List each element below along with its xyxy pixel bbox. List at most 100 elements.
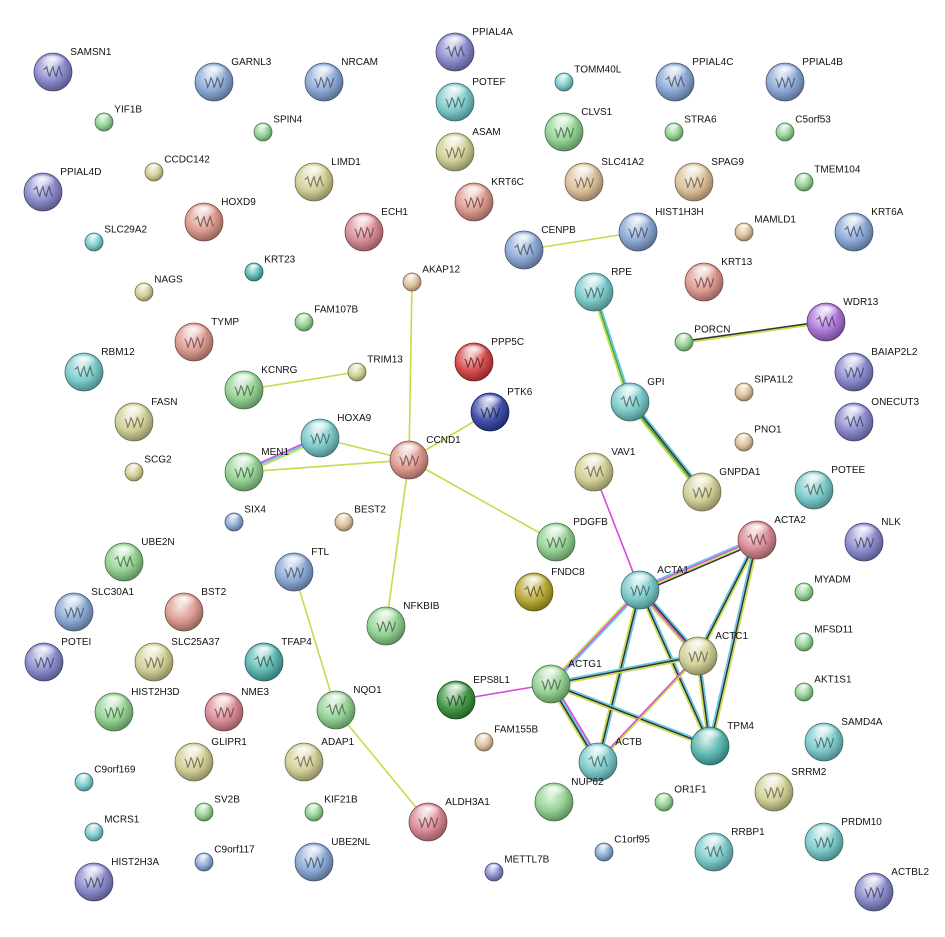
node-potee[interactable]: POTEE	[794, 465, 866, 510]
node-trim13[interactable]: TRIM13	[347, 354, 403, 382]
node-tmem104[interactable]: TMEM104	[794, 164, 861, 192]
node-hist2h3a[interactable]: HIST2H3A	[74, 857, 159, 902]
node-nlk[interactable]: NLK	[844, 517, 901, 562]
node-ppial4d[interactable]: PPIAL4D	[23, 167, 101, 212]
node-ech1[interactable]: ECH1	[344, 207, 408, 252]
edge-acta1-acta2[interactable]	[638, 536, 759, 594]
node-cenpb[interactable]: CENPB	[504, 225, 576, 270]
node-eps8l1[interactable]: EPS8L1	[436, 675, 510, 720]
node-scg2[interactable]: SCG2	[124, 454, 172, 482]
node-hist1h3h[interactable]: HIST1H3H	[618, 207, 704, 252]
node-c5orf53[interactable]: C5orf53	[775, 114, 831, 142]
node-aldh3a1[interactable]: ALDH3A1	[408, 797, 490, 842]
node-acta1[interactable]: ACTA1	[620, 565, 689, 610]
node-krt6c[interactable]: KRT6C	[454, 177, 524, 222]
node-vav1[interactable]: VAV1	[574, 447, 636, 492]
node-pdgfb[interactable]: PDGFB	[536, 517, 608, 562]
node-rbm12[interactable]: RBM12	[64, 347, 135, 392]
node-hoxa9[interactable]: HOXA9	[300, 413, 372, 458]
node-kif21b[interactable]: KIF21B	[304, 794, 358, 822]
node-sipa1l2[interactable]: SIPA1L2	[734, 374, 793, 402]
node-ptk6[interactable]: PTK6	[470, 387, 533, 432]
node-ccnd1[interactable]: CCND1	[389, 435, 461, 480]
node-pno1[interactable]: PNO1	[734, 424, 782, 452]
node-ftl[interactable]: FTL	[274, 547, 330, 592]
node-rpe[interactable]: RPE	[574, 267, 632, 312]
node-krt13[interactable]: KRT13	[684, 257, 753, 302]
node-samsn1[interactable]: SAMSN1	[33, 47, 112, 92]
node-fasn[interactable]: FASN	[114, 397, 177, 442]
node-onecut3[interactable]: ONECUT3	[834, 397, 920, 442]
node-or1f1[interactable]: OR1F1	[654, 784, 707, 812]
node-fam107b[interactable]: FAM107B	[294, 304, 359, 332]
node-spag9[interactable]: SPAG9	[674, 157, 744, 202]
edge-actg1-tpm4[interactable]	[550, 681, 711, 749]
node-ube2nl[interactable]: UBE2NL	[294, 837, 371, 882]
node-mamld1[interactable]: MAMLD1	[734, 214, 796, 242]
node-tomm40l[interactable]: TOMM40L	[554, 64, 622, 92]
node-ppial4a[interactable]: PPIAL4A	[435, 27, 513, 72]
node-actc1[interactable]: ACTC1	[678, 631, 749, 676]
node-yif1b[interactable]: YIF1B	[94, 104, 142, 132]
node-fam155b[interactable]: FAM155B	[474, 724, 539, 752]
node-clvs1[interactable]: CLVS1	[544, 107, 613, 152]
edge-akap12-ccnd1[interactable]	[408, 281, 413, 461]
node-ppp5c[interactable]: PPP5C	[454, 337, 524, 382]
node-akap12[interactable]: AKAP12	[402, 264, 461, 292]
edge-porcn-wdr13[interactable]	[683, 320, 827, 344]
node-mcrs1[interactable]: MCRS1	[84, 814, 140, 842]
edge-acta1-actg1[interactable]	[549, 588, 642, 686]
node-best2[interactable]: BEST2	[334, 504, 386, 532]
node-men1[interactable]: MEN1	[224, 447, 290, 492]
edge-actc1-acta2[interactable]	[695, 538, 760, 658]
edge-ftl-nqo1[interactable]	[293, 571, 337, 711]
node-nags[interactable]: NAGS	[134, 274, 183, 302]
node-c9orf169[interactable]: C9orf169	[74, 764, 136, 792]
edge-nqo1-aldh3a1[interactable]	[335, 709, 429, 823]
node-ube2n[interactable]: UBE2N	[104, 537, 175, 582]
node-gnpda1[interactable]: GNPDA1	[682, 467, 761, 512]
node-krt23[interactable]: KRT23	[244, 254, 296, 282]
node-glipr1[interactable]: GLIPR1	[174, 737, 247, 782]
node-srrm2[interactable]: SRRM2	[754, 767, 827, 812]
edge-ccnd1-nfkbib[interactable]	[385, 459, 410, 627]
node-tymp[interactable]: TYMP	[174, 317, 239, 362]
edge-tpm4-acta2[interactable]	[707, 539, 760, 747]
node-actb[interactable]: ACTB	[578, 737, 642, 782]
node-c1orf95[interactable]: C1orf95	[594, 834, 650, 862]
node-garnl3[interactable]: GARNL3	[194, 57, 272, 102]
node-spin4[interactable]: SPIN4	[253, 114, 303, 142]
edge-men1-ccnd1[interactable]	[243, 459, 410, 473]
node-nup62[interactable]: NUP62	[534, 777, 604, 822]
node-mfsd11[interactable]: MFSD11	[794, 624, 853, 652]
node-tpm4[interactable]: TPM4	[690, 721, 754, 766]
node-nme3[interactable]: NME3	[204, 687, 270, 732]
edge-actb-actc1[interactable]	[596, 654, 700, 764]
node-prdm10[interactable]: PRDM10	[804, 817, 882, 862]
node-kcnrg[interactable]: KCNRG	[224, 365, 298, 410]
node-slc30a1[interactable]: SLC30A1	[54, 587, 135, 632]
node-asam[interactable]: ASAM	[435, 127, 501, 172]
node-bst2[interactable]: BST2	[164, 587, 227, 632]
node-six4[interactable]: SIX4	[224, 504, 266, 532]
edge-actg1-actc1[interactable]	[550, 653, 699, 687]
node-rrbp1[interactable]: RRBP1	[694, 827, 765, 872]
node-samd4a[interactable]: SAMD4A	[804, 717, 883, 762]
node-krt6a[interactable]: KRT6A	[834, 207, 904, 252]
node-c9orf117[interactable]: C9orf117	[194, 844, 255, 872]
node-akt1s1[interactable]: AKT1S1	[794, 674, 852, 702]
node-baiap2l2[interactable]: BAIAP2L2	[834, 347, 918, 392]
node-porcn[interactable]: PORCN	[674, 324, 730, 352]
node-ccdc142[interactable]: CCDC142	[144, 154, 210, 182]
node-acta2[interactable]: ACTA2	[737, 515, 806, 560]
node-ppial4b[interactable]: PPIAL4B	[765, 57, 843, 102]
node-adap1[interactable]: ADAP1	[284, 737, 355, 782]
node-stra6[interactable]: STRA6	[664, 114, 717, 142]
node-fndc8[interactable]: FNDC8	[514, 567, 585, 612]
node-actbl2[interactable]: ACTBL2	[854, 867, 930, 912]
edge-acta1-tpm4[interactable]	[637, 588, 713, 748]
node-potef[interactable]: POTEF	[435, 77, 506, 122]
node-ppial4c[interactable]: PPIAL4C	[655, 57, 733, 102]
edge-vav1-acta1[interactable]	[593, 471, 641, 591]
node-slc41a2[interactable]: SLC41A2	[564, 157, 645, 202]
